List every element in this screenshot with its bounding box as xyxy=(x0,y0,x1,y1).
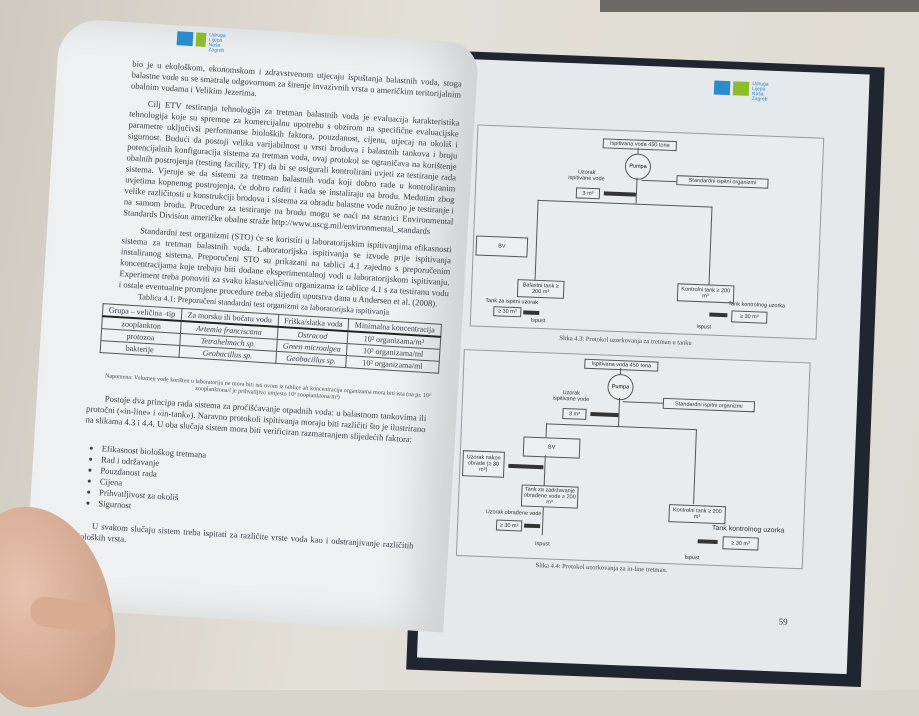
diagram-box: ≥ 30 m³ xyxy=(731,310,768,324)
outlet-label: Ispust xyxy=(534,541,550,548)
page-number: 59 xyxy=(778,616,788,627)
body-text: bio je u ekološkom, ekonomskom i zdravst… xyxy=(118,59,462,317)
figure-caption: Slika 4.3: Protokol uzorkovanja za tretm… xyxy=(559,334,692,347)
paragraph: U svakom slučaju sistem treba ispitati z… xyxy=(73,520,414,551)
outlet-label: Ispust xyxy=(696,324,712,331)
diagram-label: Tank kontrolnog uzorka xyxy=(728,301,786,310)
diagram-label: Uzorak obrađene vode xyxy=(485,509,542,518)
diagram-box: 3 m³ xyxy=(562,407,587,420)
diagram-box: Standardni ispitni organizmi xyxy=(676,175,769,189)
diagram-box: Uzorak nakon obrade (≥ 30 m³) xyxy=(461,450,505,478)
diagram-box: ≥ 30 m³ xyxy=(493,306,522,318)
diagram-label: Uzorak ispitivane vode xyxy=(552,389,590,403)
pump-node: Pumpa xyxy=(624,153,652,181)
diagram-box: Kontrolni tank ≥ 200 m³ xyxy=(668,504,727,525)
diagram-box: BV xyxy=(522,436,581,459)
diagram-label: Uzorak ispitivane vode xyxy=(568,169,605,183)
diagram-box: Tank za zadržavanje obrađene vode ≥ 200 … xyxy=(520,484,579,509)
outlet-label: Ispust xyxy=(530,317,546,325)
diagram-box: ≥ 30 m³ xyxy=(495,519,523,532)
diagram-box: Balastni tank ≥ 200 m³ xyxy=(516,279,565,299)
diagram-label: Tank kontrolnog uzorka xyxy=(711,524,785,535)
paragraph: Cilj ETV testiranja tehnologija za tretm… xyxy=(122,98,460,236)
body-text-3: U svakom slučaju sistem treba ispitati z… xyxy=(73,520,414,569)
diagram-box: 3 m³ xyxy=(575,187,601,200)
diagram-box: Ispitivana voda 450 tona xyxy=(584,358,659,372)
diagram-box: BV xyxy=(475,235,529,258)
factor-list: Efikasnost biološkog tretmana Rad i održ… xyxy=(80,442,206,515)
pump-node: Pumpa xyxy=(607,373,634,401)
diagram-box: ≥ 30 m³ xyxy=(722,536,759,551)
outlet-label: Ispust xyxy=(684,554,700,562)
figure-4-3: Ispitivana voda 450 tona Pumpa Standardn… xyxy=(469,124,825,340)
diagram-box: Ispitivana voda 450 tona xyxy=(602,138,677,152)
figure-caption: Slika 4.4: Protokol uzorkovanja za in-li… xyxy=(535,562,668,575)
figure-4-4: Ispitivana voda 450 tona Pumpa Standardn… xyxy=(455,349,811,570)
diagram-label: Tank za ispitni uzorak xyxy=(485,297,539,306)
diagram-box: Standardni ispitni organizmi xyxy=(662,397,756,413)
background-object xyxy=(600,0,919,12)
